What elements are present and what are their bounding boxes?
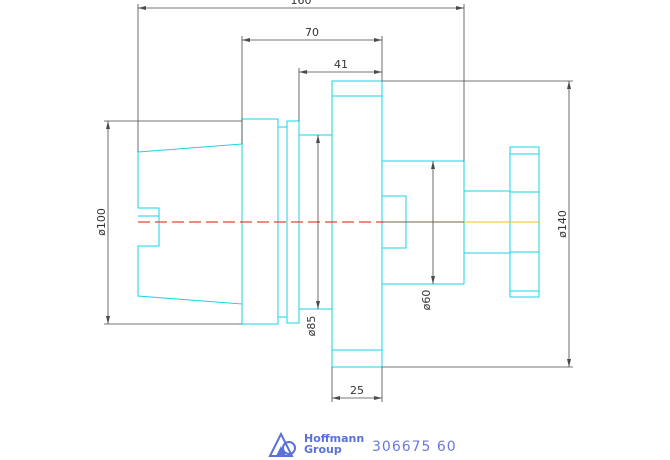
dim-groove-diameter: ø85 [305,316,318,337]
brand-name: Hoffmann Group [304,433,364,455]
dim-flange-width: 25 [350,384,364,397]
brand-line-2: Group [304,443,342,456]
dim-flange-diameter: ø140 [556,210,569,238]
dim-shank-length: 41 [334,58,348,71]
collet-taper [137,143,243,305]
dimension-arrows [106,6,571,400]
dim-collet-diameter: ø100 [95,208,108,236]
dim-overall-length: 160 [291,0,312,7]
brand-line-1: Hoffmann [304,432,365,445]
flange [331,80,383,368]
dim-spigot-diameter: ø60 [420,290,433,311]
hoffmann-logo-icon [268,432,296,457]
part-number: 306675 60 [372,439,457,455]
dim-body-length: 70 [305,26,319,39]
footer: Hoffmann Group 306675 60 [268,430,528,460]
dimension-lines [104,4,573,402]
